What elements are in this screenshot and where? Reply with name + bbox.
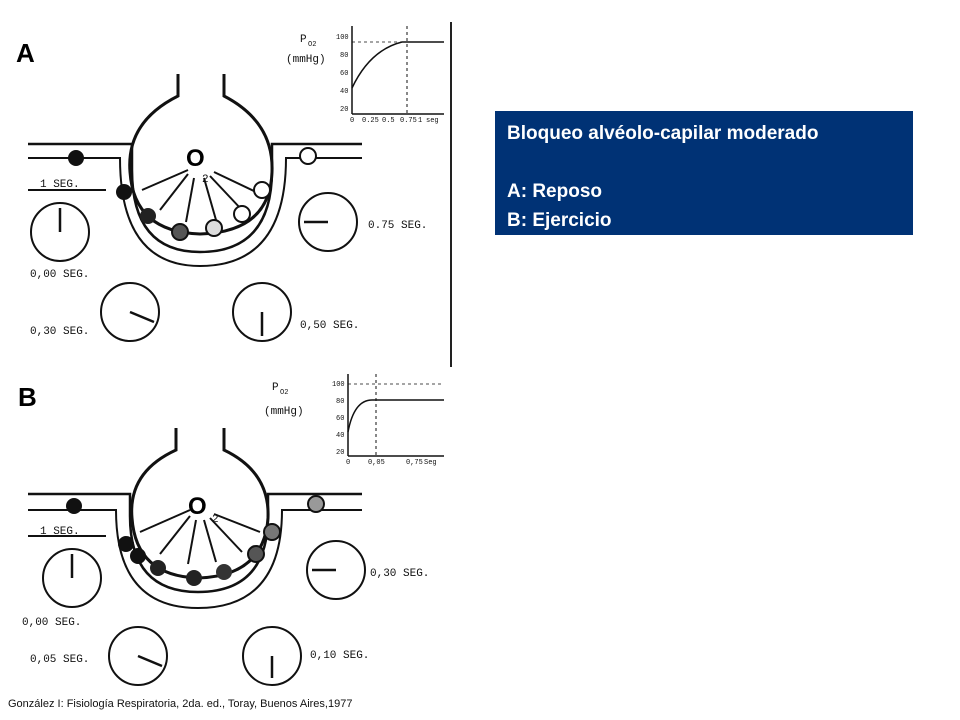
panel-a-alveolus: O 2 [28, 74, 362, 268]
red-cell-light [253, 181, 271, 199]
panel-b-ytick: 60 [336, 415, 344, 423]
panel-b-po2-unit: (mmHg) [264, 406, 304, 418]
red-cell-half [307, 495, 325, 513]
red-cell-dark [118, 536, 134, 552]
panel-b-o2-label: O [188, 493, 207, 520]
red-cell-dark [140, 208, 156, 224]
panel-b-ytick: 20 [336, 449, 344, 457]
panel-b-po2-label: P [272, 382, 279, 394]
citation: González I: Fisiología Respiratoria, 2da… [8, 698, 353, 710]
panel-a-po2-unit: (mmHg) [286, 54, 326, 66]
panel-a-ytick: 40 [340, 88, 348, 96]
red-cell-dark [68, 150, 84, 166]
panel-a-xtick: 0.25 [362, 117, 379, 125]
panel-b-ytick: 40 [336, 432, 344, 440]
panel-b-xtick: 0,05 [368, 459, 385, 467]
panel-a-clocks: 1 SEG. 0,00 SEG. 0,30 SEG. 0,50 SEG. 0.7… [30, 179, 427, 342]
red-cell-dark [186, 570, 202, 586]
red-cell-dark [116, 184, 132, 200]
clock-face [108, 626, 168, 686]
panel-a-po2-curve [351, 41, 444, 89]
caption-spacer [507, 148, 901, 177]
diagram-panel-a: A P O2 (mmHg) 100 80 60 40 20 0 0.25 0.5… [10, 22, 452, 367]
panel-a-ytick: 20 [340, 106, 348, 114]
panel-a-po2-sub: O2 [308, 41, 316, 49]
panel-b-clock-label: 0,05 SEG. [30, 654, 89, 666]
panel-b-clocks: 1 SEG. 0,00 SEG. 0,05 SEG. 0,10 SEG. 0,3… [22, 526, 429, 686]
panel-b-xtick: 0 [346, 459, 350, 467]
panel-b-alveolus: O 2 [28, 428, 362, 610]
panel-b-o2-sub: 2 [212, 514, 219, 526]
panel-a-ytick: 80 [340, 52, 348, 60]
caption-title: Bloqueo alvéolo-capilar moderado [507, 123, 819, 144]
panel-b-clock-label: 0,10 SEG. [310, 650, 369, 662]
panel-b-xunit: Seg [424, 459, 437, 467]
red-cell-half [263, 523, 281, 541]
panel-b-letter: B [18, 382, 37, 412]
red-cell-dark [130, 548, 146, 564]
red-cell-half [171, 223, 189, 241]
panel-a-clock-label: 0,00 SEG. [30, 269, 89, 281]
panel-b-xtick: 0,75 [406, 459, 423, 467]
panel-a-po2-label: P [300, 34, 307, 46]
red-cell-dark [216, 564, 232, 580]
red-cell-dark [66, 498, 82, 514]
panel-b-po2-inset: P O2 (mmHg) 100 80 60 40 20 0 0,05 0,75 … [264, 374, 444, 467]
panel-b-po2-curve [347, 399, 444, 433]
panel-b-ytick: 80 [336, 398, 344, 406]
red-cell-light [233, 205, 251, 223]
panel-b-clock-label: 0,30 SEG. [370, 568, 429, 580]
panel-a-clock-label: 0.75 SEG. [368, 220, 427, 232]
panel-a-clock-label: 0,50 SEG. [300, 320, 359, 332]
red-cell-dark [150, 560, 166, 576]
panel-a-po2-inset: P O2 (mmHg) 100 80 60 40 20 0 0.25 0.5 0… [286, 26, 444, 125]
panel-a-o2-label: O [186, 145, 205, 172]
panel-b-clock-label: 1 SEG. [40, 526, 80, 538]
panel-b-po2-sub: O2 [280, 389, 288, 397]
panel-a-clock-label: 0,30 SEG. [30, 326, 89, 338]
panel-a-ytick: 60 [340, 70, 348, 78]
panel-b-clock-label: 0,00 SEG. [22, 617, 81, 629]
panel-a-ytick: 100 [336, 34, 349, 42]
red-cell-light [299, 147, 317, 165]
caption-box: Bloqueo alvéolo-capilar moderado A: Repo… [495, 111, 913, 235]
diagram-panel-b: B P O2 (mmHg) 100 80 60 40 20 0 0,05 0,7… [10, 372, 450, 692]
panel-a-letter: A [16, 38, 35, 68]
panel-a-xunit: seg [426, 117, 439, 125]
red-cell-light [205, 219, 223, 237]
panel-b-figure: B P O2 (mmHg) 100 80 60 40 20 0 0,05 0,7… [18, 374, 444, 686]
panel-a-xtick: 1 [418, 117, 422, 125]
panel-a-xtick: 0.5 [382, 117, 395, 125]
caption-line-b: B: Ejercicio [507, 210, 612, 231]
panel-b-ytick: 100 [332, 381, 345, 389]
red-cell-half [247, 545, 265, 563]
caption-line-a: A: Reposo [507, 181, 602, 202]
panel-a-xtick: 0 [350, 117, 354, 125]
panel-a-clock-label: 1 SEG. [40, 179, 80, 191]
panel-a-xtick: 0.75 [400, 117, 417, 125]
panel-a-figure: A P O2 (mmHg) 100 80 60 40 20 0 0.25 0.5… [16, 26, 444, 342]
